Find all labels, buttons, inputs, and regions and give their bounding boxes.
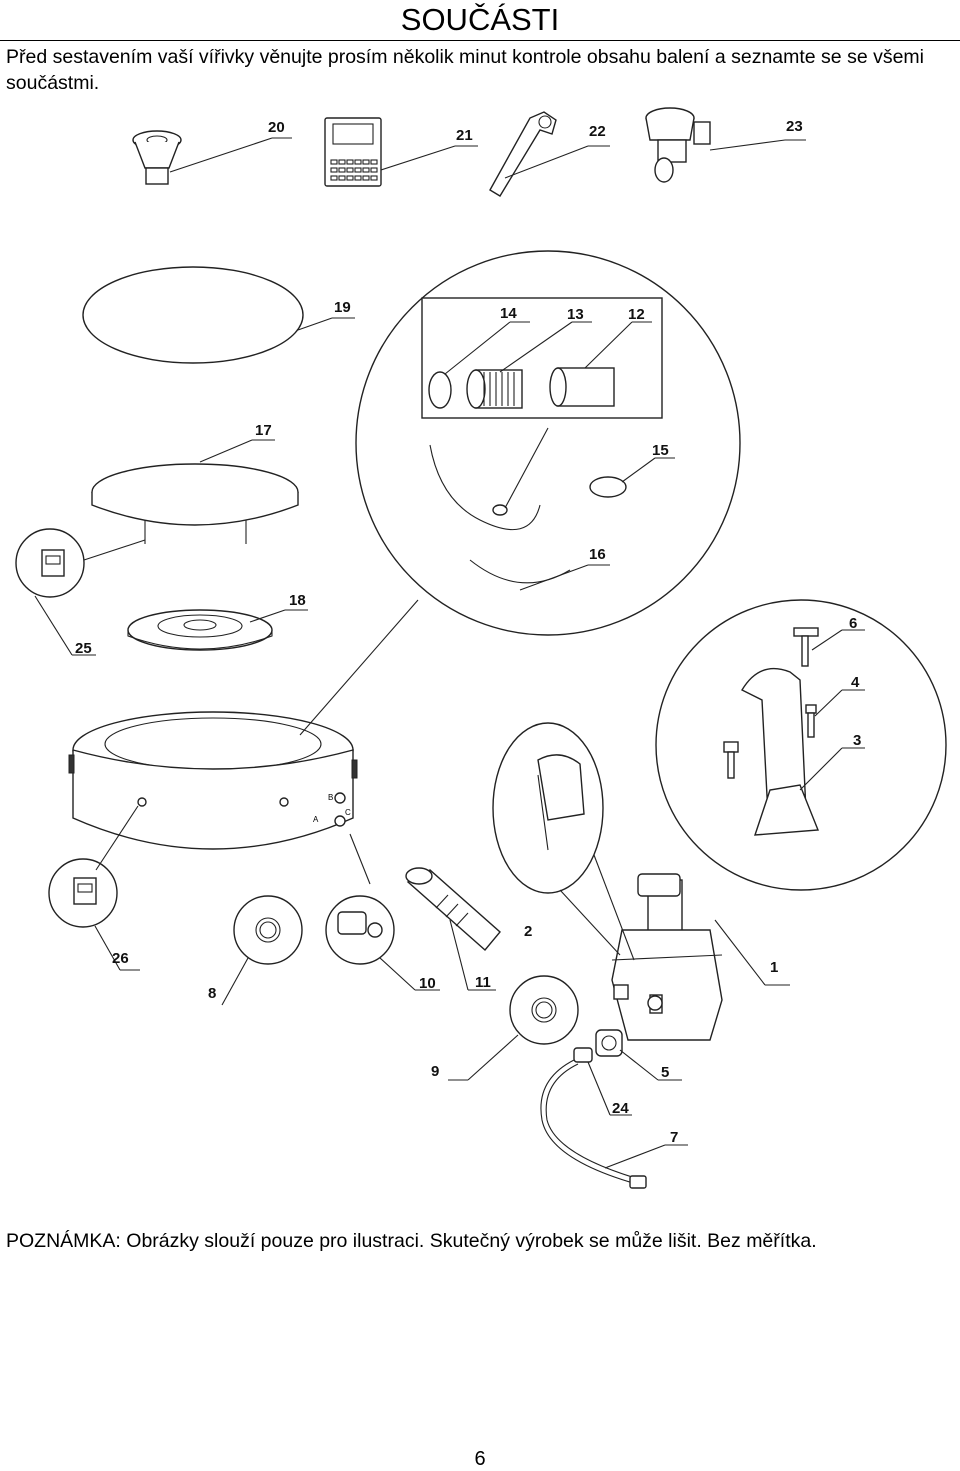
spa-tub-drawing: B C A [68,599,419,850]
port-label-b: B [328,793,333,802]
callout-11: 11 [475,974,491,991]
callout-1: 1 [770,959,778,976]
part-20-drawing [132,130,292,185]
callout-25: 25 [75,640,92,657]
part-23-drawing [645,107,806,183]
page-number: 6 [474,1448,486,1470]
pump-detail-drawing [655,599,947,891]
callout-3: 3 [853,732,861,749]
part-26-drawing [48,805,140,971]
callout-14: 14 [500,305,517,322]
callout-26: 26 [112,950,129,967]
callout-labels: 20 21 22 23 19 14 13 12 17 15 16 25 18 6… [75,118,861,1146]
filter-detail-drawing [355,250,741,636]
callout-13: 13 [567,306,584,323]
page-title: SOUČÁSTI [400,2,560,37]
part-25-drawing [15,528,146,656]
part-5-24-7-drawing [540,1029,688,1189]
part-10-drawing [325,833,440,991]
callout-24: 24 [612,1100,629,1117]
intro-paragraph: Před sestavením vaší vířivky věnujte pro… [6,46,925,94]
callout-23: 23 [786,118,803,135]
note-label: POZNÁMKA: [6,1230,121,1252]
callout-4: 4 [851,674,860,691]
part-19-drawing [82,266,355,364]
callout-22: 22 [589,123,606,140]
callout-15: 15 [652,442,669,459]
parts-diagram: B C A [15,107,947,1189]
title-rule [0,40,960,41]
callout-6: 6 [849,615,857,632]
part-2-detail-drawing [492,722,604,894]
part-1-drawing [559,854,790,1041]
callout-2: 2 [524,923,532,940]
callout-18: 18 [289,592,306,609]
note-text: Obrázky slouží pouze pro ilustraci. Skut… [120,1230,817,1252]
part-8-drawing [221,895,303,1006]
callout-7: 7 [670,1129,678,1146]
part-22-drawing [489,111,610,197]
port-label-a: A [313,815,319,824]
callout-16: 16 [589,546,606,563]
part-18-drawing [127,609,308,651]
callout-8: 8 [208,985,216,1002]
port-label-c: C [345,808,351,817]
callout-20: 20 [268,119,285,136]
part-9-drawing [448,975,579,1081]
note-paragraph: POZNÁMKA: Obrázky slouží pouze pro ilust… [6,1228,946,1254]
callout-17: 17 [255,422,272,439]
callout-21: 21 [456,127,473,144]
callout-5: 5 [661,1064,669,1081]
callout-9: 9 [431,1063,439,1080]
callout-10: 10 [419,975,436,992]
callout-19: 19 [334,299,351,316]
callout-12: 12 [628,306,645,323]
part-11-drawing [405,867,501,991]
part-17-drawing [91,439,299,544]
part-21-drawing [324,117,478,187]
